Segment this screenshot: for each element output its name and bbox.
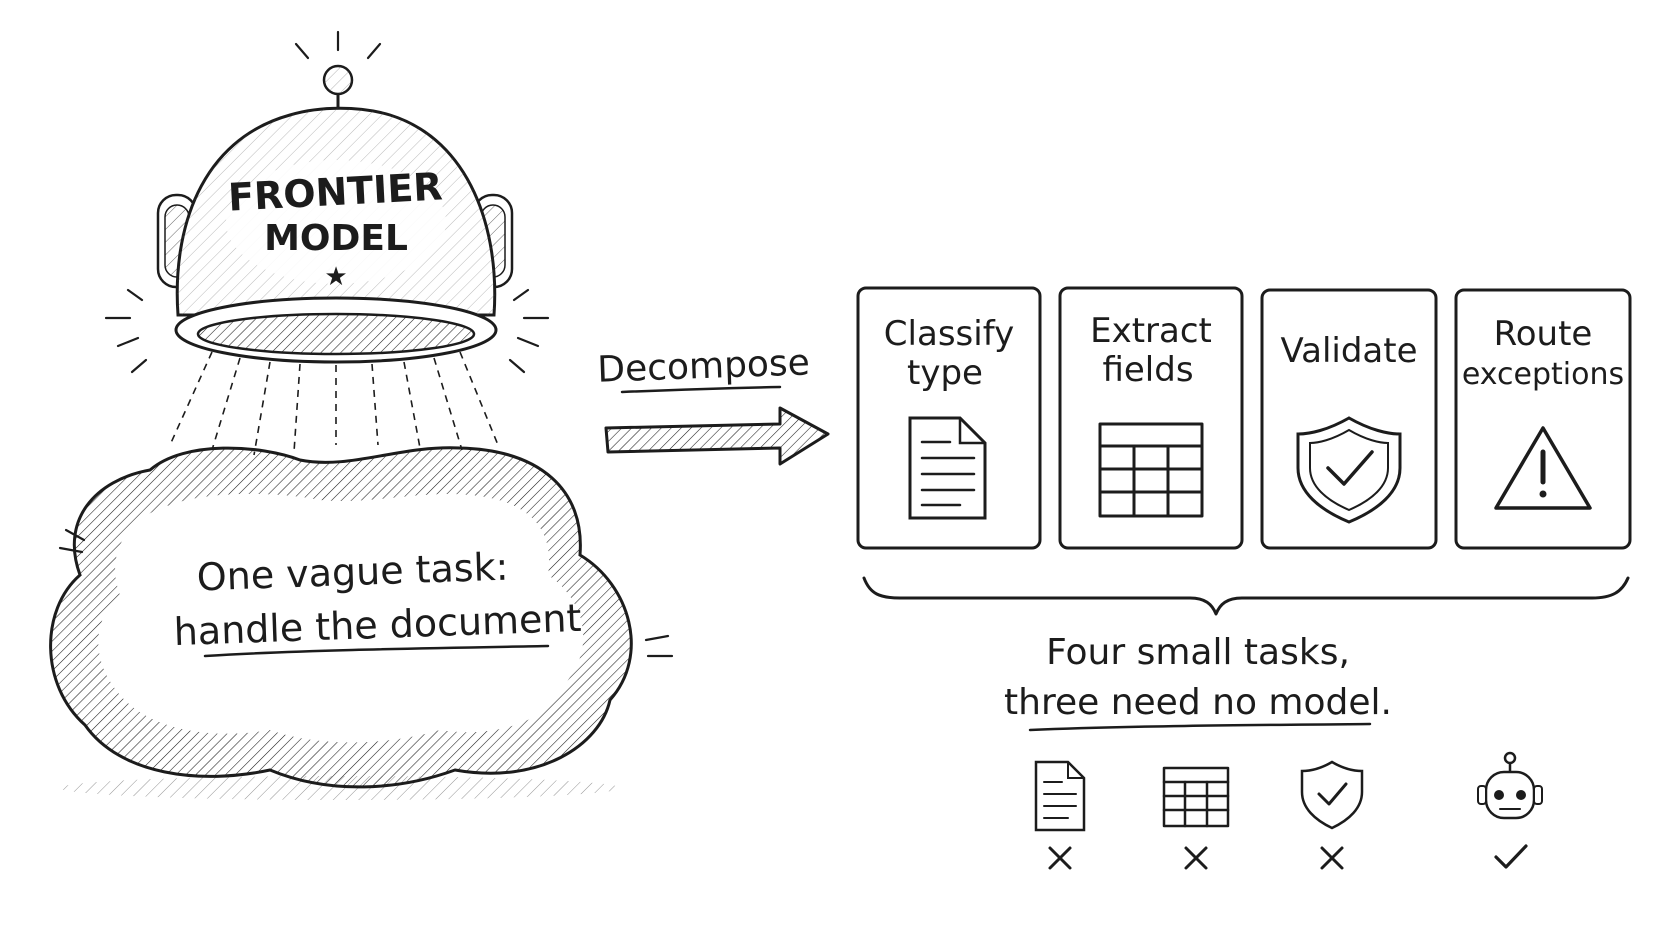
cloud-text-line1: One vague task: [196,545,509,600]
summary-line2: three need no model. [1004,682,1392,723]
shield-check-icon [1296,416,1402,524]
cloud-shadow [60,776,620,800]
bottom-row [1034,751,1543,870]
card-route-exceptions: Route exceptions [1454,288,1632,550]
cross-icon [1184,846,1208,870]
grouping-brace [862,576,1630,616]
card-4-title-line2: exceptions [1462,357,1624,392]
bottom-table-icon [1162,766,1230,828]
summary: Four small tasks, three need no model. [1004,632,1392,732]
card-classify-type: Classify type [856,286,1042,550]
decompose-underline [620,385,782,394]
warning-icon [1494,426,1592,510]
card-2-title-line2: fields [1102,350,1193,390]
helmet-opening [196,312,476,356]
card-1-title-line1: Classify [884,314,1014,354]
card-extract-fields: Extract fields [1058,286,1244,550]
frontier-model-helmet: FRONTIER MODEL ★ [104,30,550,456]
star-icon: ★ [324,262,347,292]
cloud-sparks [58,528,674,658]
table-icon [1098,422,1204,518]
task-cards: Classify type Extract fields [856,286,1632,550]
card-4-title-line1: Route [1494,314,1593,354]
spark-lines-right [508,288,550,374]
summary-underline [1028,722,1372,732]
card-1-title-line2: type [907,353,983,393]
summary-line1: Four small tasks, [1046,632,1350,673]
decompose-arrow: Decompose [597,342,830,466]
card-3-title-line1: Validate [1280,331,1417,371]
card-validate: Validate [1260,288,1438,550]
helmet-label-line2: MODEL [264,218,408,259]
cloud-underline [203,644,550,658]
bottom-shield-check-icon [1300,760,1364,830]
vague-task-cloud: One vague task: handle the document [49,446,674,800]
spark-lines-left [104,288,148,374]
spark-lines-top [294,30,382,60]
bottom-robot-icon [1477,751,1543,820]
checkmark-icon [1494,844,1528,869]
decompose-label: Decompose [597,342,811,390]
cross-icon [1320,846,1344,870]
beam-lines [169,351,499,456]
document-icon [908,416,987,520]
card-2-title-line1: Extract [1090,311,1212,351]
bottom-document-icon [1034,760,1086,832]
antenna [322,64,354,112]
cross-icon [1048,846,1072,870]
